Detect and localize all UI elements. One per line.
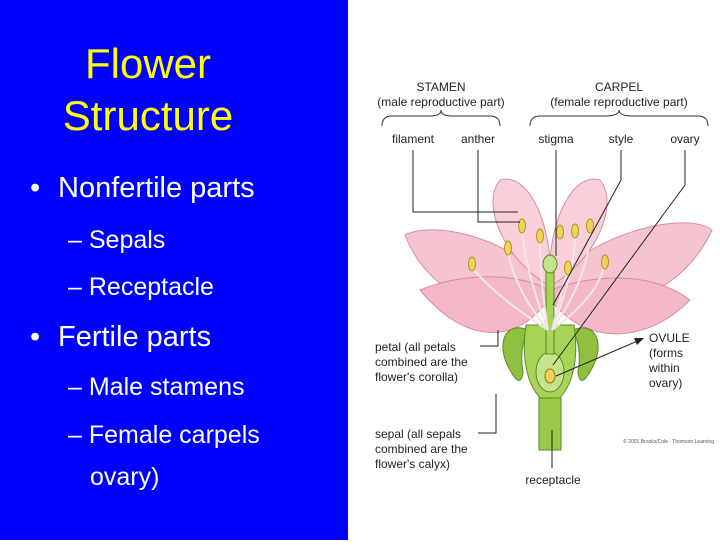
petal-label-line-1: petal (all petals [375, 340, 456, 354]
continuation-text: ovary) [90, 463, 160, 491]
stigma-shape [542, 254, 558, 274]
leader-lines [412, 150, 686, 468]
ovule-label-line-4: ovary) [649, 376, 682, 390]
stem [538, 397, 562, 451]
sepal-left [502, 327, 529, 381]
ovule-label-line-3: within [648, 361, 680, 375]
petal-lower-left [419, 276, 549, 333]
ovule-leader [555, 339, 641, 377]
sub-bullet-female-carpels: – Female carpels [68, 421, 260, 450]
bullet-label: Nonfertile parts [58, 172, 255, 204]
sepal-leader [478, 394, 497, 434]
carpel-title: CARPEL [595, 80, 643, 94]
filaments [471, 229, 606, 331]
sepal-right [572, 327, 599, 381]
dash: – [68, 421, 82, 449]
sub-bullet-receptacle: – Receptacle [68, 273, 214, 302]
ovule-shape [544, 368, 556, 384]
sub-bullet-sepals: – Sepals [68, 226, 165, 255]
anther-label: anther [461, 132, 495, 146]
stamen-title: STAMEN [416, 80, 465, 94]
petal-label-line-2: combined are the [375, 355, 468, 369]
ovule-label-line-1: OVULE [649, 331, 690, 345]
title-line-1: Flower [84, 40, 212, 87]
flower-diagram: STAMEN (male reproductive part) CARPEL (… [375, 80, 714, 487]
style-leader [552, 150, 622, 306]
slide-title: Flower Structure [0, 38, 296, 142]
sub-bullet-label: Sepals [88, 226, 166, 254]
style-shape [545, 269, 555, 355]
anthers [468, 218, 609, 276]
dash: – [68, 273, 82, 301]
carpel-subtitle: (female reproductive part) [550, 95, 687, 109]
slide-text-panel: Flower Structure • Nonfertile parts – Sep… [0, 0, 348, 540]
dash: – [68, 226, 82, 254]
title-line-2: Structure [62, 92, 234, 139]
bullet-dot: • [30, 172, 41, 204]
dash: – [68, 373, 82, 401]
sub-bullet-label: Female carpels [88, 421, 260, 449]
petal-label-line-3: flower's corolla) [375, 370, 458, 384]
sub-bullet-label: Receptacle [88, 273, 214, 301]
petal-leader [480, 330, 499, 347]
ovule-label-line-2: (forms [649, 346, 683, 360]
copyright-credit: © 2001 Brooks/Cole - Thomson Learning [623, 438, 714, 445]
sub-bullet-male-stamens: – Male stamens [68, 373, 244, 402]
sub-bullet-label: Male stamens [88, 373, 245, 401]
sepal-label-line-1: sepal (all sepals [375, 427, 461, 441]
ovule-arrowhead [634, 338, 644, 345]
filament-leader [412, 150, 518, 213]
ovary-leader [552, 150, 686, 366]
anther-leader [477, 150, 520, 223]
style-label: style [609, 132, 634, 146]
sepal-label-line-2: combined are the [375, 442, 468, 456]
bullet-fertile: • Fertile parts [30, 321, 211, 354]
bullet-label: Fertile parts [58, 321, 212, 353]
receptacle-label: receptacle [525, 473, 581, 487]
bullet-dot: • [30, 321, 41, 353]
stigma-label: stigma [538, 132, 574, 146]
stamen-subtitle: (male reproductive part) [377, 95, 504, 109]
stamen-brace [381, 109, 501, 127]
sepal-label-line-3: flower's calyx) [375, 457, 450, 471]
filament-label: filament [392, 132, 435, 146]
flower-diagram-panel: STAMEN (male reproductive part) CARPEL (… [348, 0, 720, 540]
carpel-brace [529, 109, 709, 127]
bullet-nonfertile: • Nonfertile parts [30, 172, 255, 205]
ovary-label: ovary [670, 132, 699, 146]
